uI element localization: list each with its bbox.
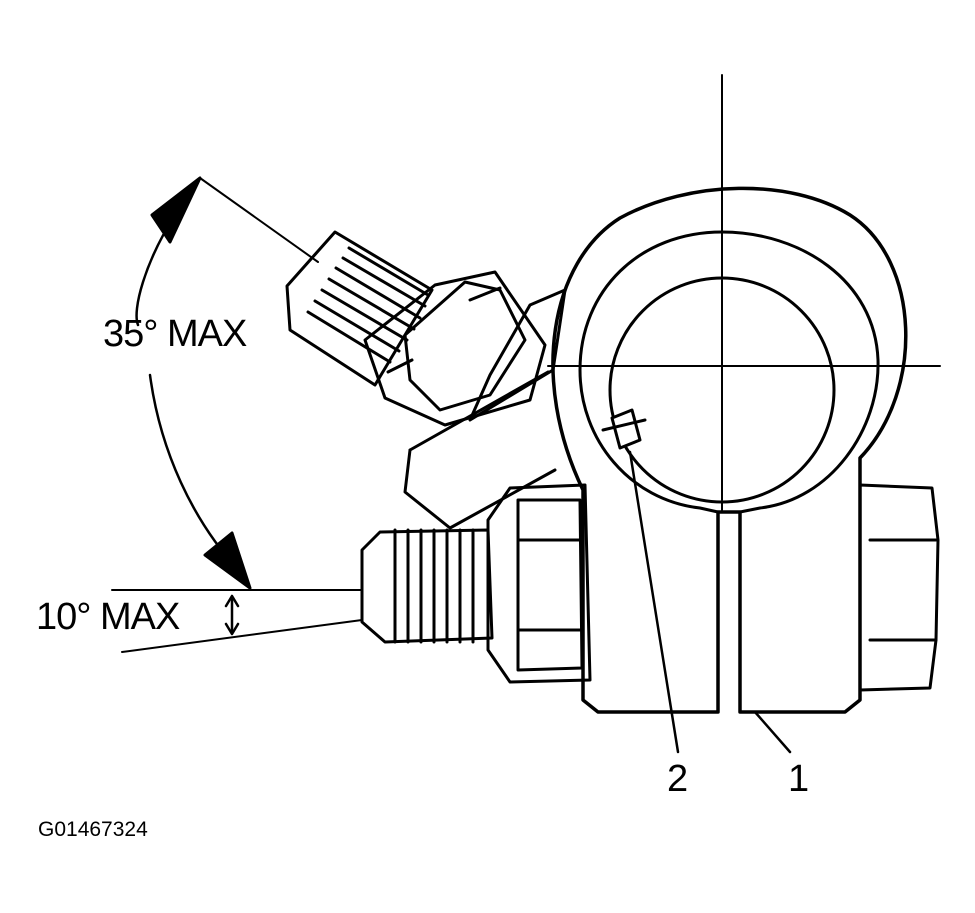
arrowhead-upper-icon xyxy=(150,176,202,244)
angle-10-marker xyxy=(224,594,240,636)
angle-label-35: 35° MAX xyxy=(103,313,247,355)
lower-bolt-assembly xyxy=(111,483,592,684)
callout-2: 2 xyxy=(667,758,688,800)
right-nut xyxy=(858,483,940,692)
arrowhead-lower-icon xyxy=(203,531,252,590)
angle-label-10: 10° MAX xyxy=(36,596,180,638)
leader-line-2 xyxy=(628,450,680,754)
angle-35-arc xyxy=(135,176,252,590)
terminal-clamp xyxy=(551,186,908,714)
callout-1: 1 xyxy=(788,758,809,800)
upper-bolt-assembly xyxy=(199,177,567,530)
figure-id: G01467324 xyxy=(38,818,148,841)
leader-line-1 xyxy=(753,710,792,754)
